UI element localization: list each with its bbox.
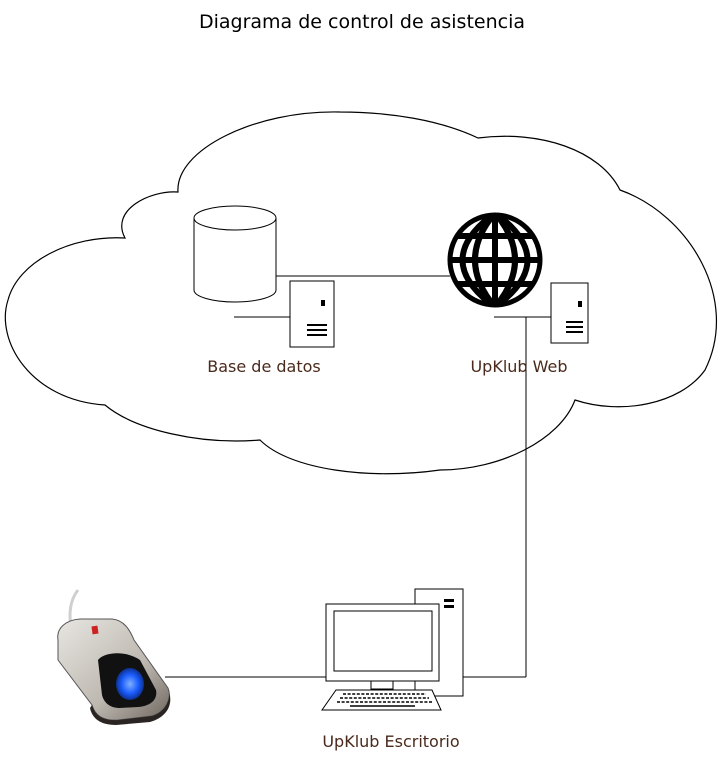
web-label: UpKlub Web [470,357,567,376]
cloud-shape [4,111,717,475]
diagram-title: Diagrama de control de asistencia [199,11,525,33]
database-label: Base de datos [207,357,321,376]
db-server-icon [289,280,335,348]
globe-icon [447,212,543,308]
web-server-icon [550,282,589,344]
database-icon [193,205,277,303]
desktop-label: UpKlub Escritorio [322,732,459,751]
fingerprint-reader-icon [57,589,171,725]
desktop-computer-icon [321,588,464,711]
